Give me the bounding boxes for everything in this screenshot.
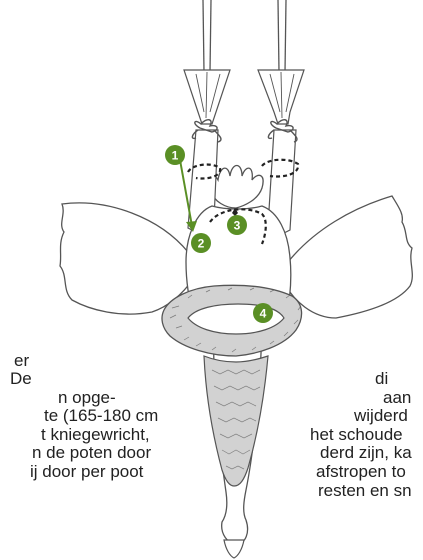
svg-text:2: 2: [198, 237, 205, 251]
hanging-cords: [203, 0, 286, 72]
text-left-line-4: te (165-180 cm: [44, 407, 158, 426]
text-right-line-7: resten en sn: [318, 482, 412, 501]
text-left-line-2: De: [10, 370, 32, 389]
badge-1: 1: [165, 145, 185, 165]
right-wing: [286, 196, 412, 318]
text-right-line-6: afstropen to: [316, 463, 406, 482]
text-right-line-4: het schoude: [310, 426, 403, 445]
svg-text:3: 3: [234, 219, 241, 233]
left-wing: [60, 203, 194, 314]
svg-text:1: 1: [172, 149, 179, 163]
text-right-line-5: derd zijn, ka: [320, 444, 412, 463]
text-left-line-1: er: [14, 352, 29, 371]
badge-2: 2: [191, 233, 211, 253]
feet: [184, 70, 304, 124]
text-left-line-7: ij door per poot: [30, 463, 143, 482]
text-left-line-6: n de poten door: [32, 444, 151, 463]
bird-beak: [224, 540, 244, 558]
tail-feathers: [209, 166, 263, 209]
text-left-line-3: n opge-: [58, 389, 116, 408]
text-right-line-1: di: [375, 370, 388, 389]
text-right-line-2: aan: [383, 389, 411, 408]
badge-3: 3: [227, 215, 247, 235]
text-right-line-3: wijderd: [354, 407, 408, 426]
svg-text:4: 4: [260, 307, 267, 321]
badge-4: 4: [253, 303, 273, 323]
text-left-line-5: t kniegewricht,: [41, 426, 150, 445]
neck-skin-sleeve: [204, 356, 268, 486]
